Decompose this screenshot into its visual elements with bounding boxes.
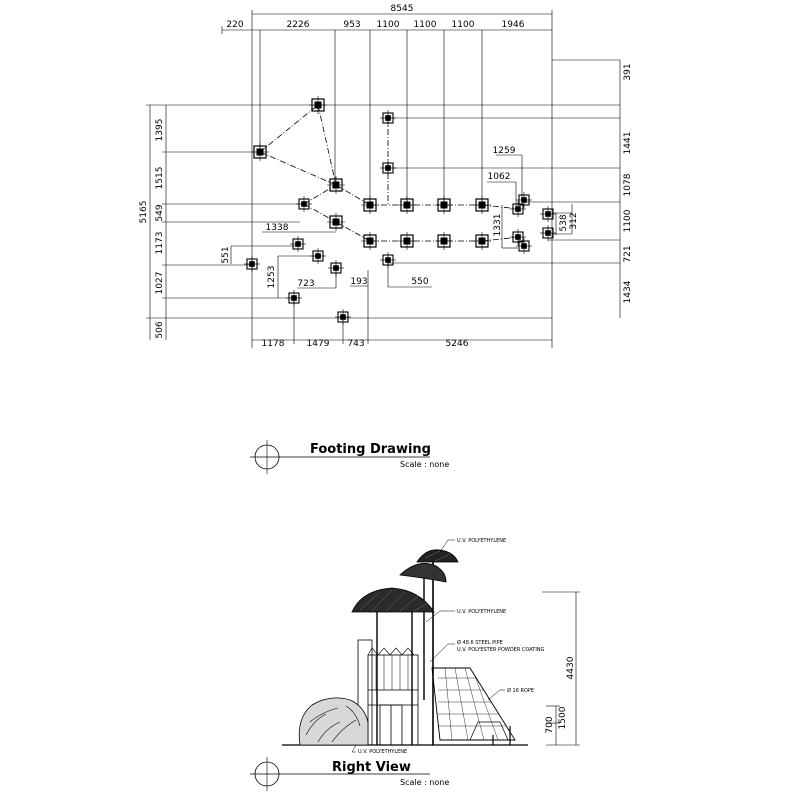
dim-inner: 312 bbox=[569, 212, 579, 229]
footing-post bbox=[326, 212, 346, 232]
dim-top: 953 bbox=[343, 20, 360, 30]
footing-post bbox=[309, 247, 327, 265]
footing-post bbox=[308, 95, 328, 115]
dim-left: 549 bbox=[155, 204, 165, 221]
dim-top: 2226 bbox=[287, 20, 310, 30]
note-text: U.V. POLYETHYLENE bbox=[457, 609, 506, 615]
footing-post bbox=[379, 109, 397, 127]
footing-post bbox=[515, 191, 533, 209]
dim-height: 700 bbox=[545, 716, 555, 733]
dim-inner: 1338 bbox=[266, 223, 289, 233]
footing-post bbox=[379, 159, 397, 177]
footing-post bbox=[243, 255, 261, 273]
note-text: U.V. POLYETHYLENE bbox=[457, 538, 506, 544]
footing-post bbox=[539, 205, 557, 223]
footing-post bbox=[250, 142, 270, 162]
footing-post bbox=[434, 195, 454, 215]
dim-top: 1946 bbox=[502, 20, 525, 30]
right-view-scale: Scale : none bbox=[400, 778, 449, 787]
dim-left: 506 bbox=[155, 321, 165, 338]
dim-inner: 538 bbox=[559, 214, 569, 231]
footing-scale: Scale : none bbox=[400, 460, 449, 469]
dim-inner: 723 bbox=[297, 279, 314, 289]
dim-right: 1434 bbox=[623, 280, 633, 303]
left-dimensions: 5165 1395 1515 549 1173 1027 506 bbox=[139, 119, 165, 339]
dim-right: 391 bbox=[623, 63, 633, 80]
post-layout-lines bbox=[259, 104, 521, 242]
footing-post bbox=[295, 195, 313, 213]
dim-height: 4430 bbox=[566, 656, 576, 679]
dim-inner: 1259 bbox=[493, 146, 516, 156]
dim-inner: 550 bbox=[411, 277, 428, 287]
dim-left: 1173 bbox=[155, 232, 165, 255]
footing-post bbox=[515, 237, 533, 255]
footing-plan bbox=[146, 10, 621, 348]
dim-bottom: 1479 bbox=[307, 339, 330, 349]
footing-post bbox=[334, 308, 352, 326]
dim-left-overall: 5165 bbox=[139, 201, 149, 224]
dim-top: 1100 bbox=[452, 20, 475, 30]
note-text: U.V. POLYESTER POWDER COATING bbox=[457, 647, 545, 653]
dim-right: 721 bbox=[623, 245, 633, 262]
dim-bottom: 1178 bbox=[262, 339, 285, 349]
dim-bottom: 743 bbox=[347, 339, 364, 349]
right-view-dimensions: 4430 1500 700 bbox=[545, 656, 576, 733]
dim-inner: 551 bbox=[221, 246, 231, 263]
footing-post bbox=[472, 231, 492, 251]
dim-height: 1500 bbox=[558, 706, 568, 729]
dim-top-overall: 8545 bbox=[391, 4, 414, 14]
footing-post bbox=[397, 195, 417, 215]
dim-top: 1100 bbox=[377, 20, 400, 30]
dim-left: 1515 bbox=[155, 167, 165, 190]
footing-post bbox=[326, 175, 346, 195]
footing-post bbox=[379, 251, 397, 269]
footing-post bbox=[285, 289, 303, 307]
dim-top: 1100 bbox=[414, 20, 437, 30]
top-dimensions: 8545 220 2226 953 1100 1100 1100 1946 bbox=[226, 4, 524, 30]
footing-post bbox=[360, 231, 380, 251]
footing-post bbox=[472, 195, 492, 215]
footing-title-block: Footing Drawing Scale : none bbox=[250, 440, 449, 474]
note-text: U.V. POLYETHYLENE bbox=[358, 749, 407, 755]
footing-post bbox=[509, 228, 527, 246]
dim-inner: 193 bbox=[350, 277, 367, 287]
footing-post bbox=[289, 235, 307, 253]
dim-left: 1395 bbox=[155, 119, 165, 142]
footing-post bbox=[397, 231, 417, 251]
dim-inner: 1331 bbox=[493, 214, 503, 237]
right-view-elevation bbox=[282, 539, 580, 753]
footing-post bbox=[539, 224, 557, 242]
footing-title: Footing Drawing bbox=[310, 442, 431, 457]
note-text: Ø 16 ROPE bbox=[507, 687, 534, 694]
dim-bottom: 5246 bbox=[446, 339, 469, 349]
dim-right: 1441 bbox=[623, 132, 633, 155]
note-text: Ø 48.6 STEEL PIPE bbox=[457, 639, 503, 646]
dim-left: 1027 bbox=[155, 272, 165, 295]
footing-post bbox=[327, 259, 345, 277]
dim-right: 1078 bbox=[623, 173, 633, 196]
inner-dimensions: 1259 1062 1338 551 1253 723 193 550 1331… bbox=[221, 146, 579, 289]
footing-post bbox=[360, 195, 380, 215]
right-view-title-block: Right View Scale : none bbox=[250, 757, 449, 791]
dim-inner: 1062 bbox=[488, 172, 511, 182]
dim-right: 1100 bbox=[623, 209, 633, 232]
right-dimensions: 391 1441 1078 1100 721 1434 bbox=[623, 63, 633, 303]
bottom-dimensions: 1178 1479 743 5246 bbox=[262, 339, 469, 349]
right-view-title: Right View bbox=[332, 760, 411, 775]
right-view-notes: U.V. POLYETHYLENE U.V. POLYETHYLENE Ø 48… bbox=[358, 538, 545, 755]
footing-posts bbox=[243, 95, 557, 326]
footing-post bbox=[509, 200, 527, 218]
dim-inner: 1253 bbox=[267, 266, 277, 289]
footing-post bbox=[434, 231, 454, 251]
dim-top: 220 bbox=[226, 20, 243, 30]
